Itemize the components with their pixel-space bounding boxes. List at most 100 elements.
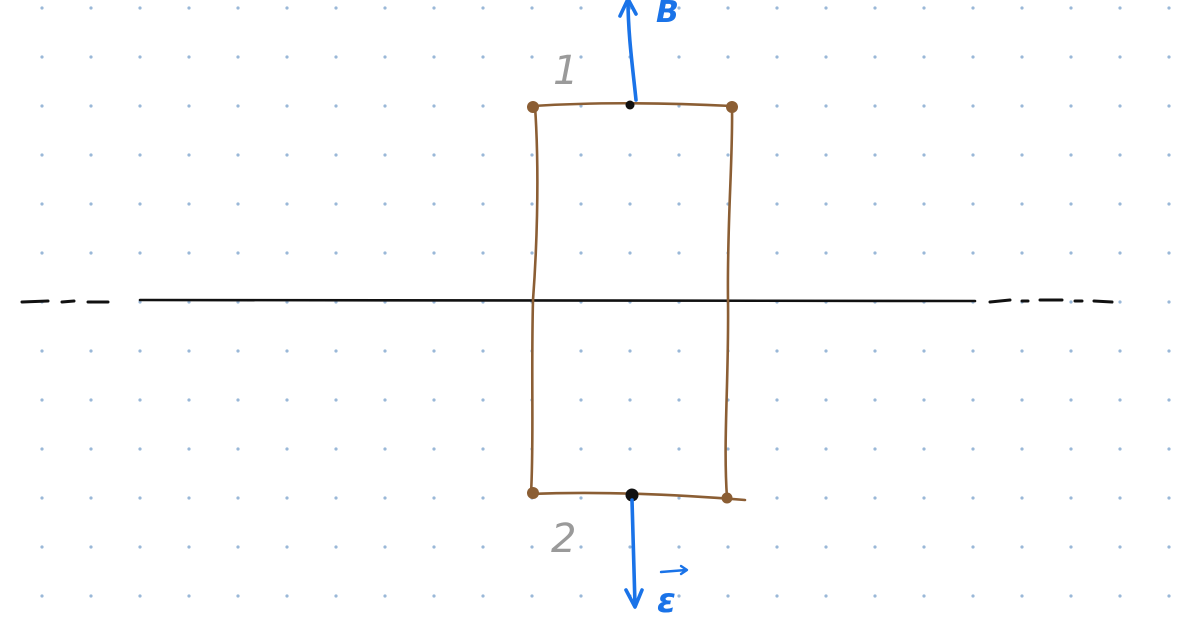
grid-dot — [922, 496, 926, 500]
grid-dot — [40, 153, 44, 157]
grid-dot — [89, 6, 93, 10]
grid-dot — [285, 153, 289, 157]
grid-dot — [726, 6, 730, 10]
grid-dot — [1020, 202, 1024, 206]
grid-dot — [1020, 496, 1024, 500]
grid-dot — [775, 496, 779, 500]
grid-dot — [1069, 349, 1073, 353]
grid-dot — [873, 251, 877, 255]
grid-dot — [873, 55, 877, 59]
grid-dot — [1069, 496, 1073, 500]
grid-dot — [40, 349, 44, 353]
grid-dot — [677, 349, 681, 353]
grid-dot — [481, 153, 485, 157]
grid-dot — [677, 447, 681, 451]
grid-dot — [922, 545, 926, 549]
grid-dot — [1118, 349, 1122, 353]
grid-dot — [873, 6, 877, 10]
grid-dot — [579, 251, 583, 255]
grid-dot — [236, 202, 240, 206]
grid-dot — [922, 594, 926, 598]
grid-dot — [922, 153, 926, 157]
grid-dot — [383, 202, 387, 206]
grid-dot — [334, 55, 338, 59]
grid-dot — [922, 349, 926, 353]
grid-dot — [677, 594, 681, 598]
grid-dot — [432, 251, 436, 255]
grid-dot — [824, 153, 828, 157]
grid-dot — [1167, 349, 1171, 353]
grid-dot — [1069, 251, 1073, 255]
grid-dot — [824, 496, 828, 500]
grid-dot — [383, 496, 387, 500]
grid-dot — [677, 202, 681, 206]
grid-dot — [432, 349, 436, 353]
grid-dot — [579, 594, 583, 598]
grid-dot — [187, 202, 191, 206]
grid-dot — [530, 202, 534, 206]
grid-dot — [1118, 447, 1122, 451]
grid-dot — [40, 202, 44, 206]
grid-dot — [628, 251, 632, 255]
grid-dot — [432, 496, 436, 500]
grid-dot — [1118, 300, 1122, 304]
grid-dot — [1069, 594, 1073, 598]
grid-dot — [481, 251, 485, 255]
grid-dot — [1118, 153, 1122, 157]
grid-dot — [677, 6, 681, 10]
grid-dot — [530, 594, 534, 598]
grid-dot — [922, 447, 926, 451]
grid-dot — [432, 202, 436, 206]
grid-dot — [579, 398, 583, 402]
grid-dot — [383, 349, 387, 353]
grid-dot — [530, 545, 534, 549]
grid-dot — [1069, 55, 1073, 59]
grid-dot — [971, 6, 975, 10]
grid-dot — [873, 545, 877, 549]
grid-dot — [775, 545, 779, 549]
grid-dot — [971, 153, 975, 157]
grid-dot — [187, 447, 191, 451]
grid-dot — [1020, 6, 1024, 10]
grid-dot — [187, 6, 191, 10]
grid-dot — [383, 251, 387, 255]
grid-dot — [1020, 349, 1024, 353]
grid-dot — [873, 398, 877, 402]
grid-dot — [775, 6, 779, 10]
grid-dot — [873, 496, 877, 500]
grid-dot — [1167, 398, 1171, 402]
grid-dot — [334, 251, 338, 255]
grid-dot — [285, 398, 289, 402]
grid-dot — [1167, 447, 1171, 451]
grid-dot — [285, 104, 289, 108]
grid-dot — [138, 251, 142, 255]
grid-dot — [187, 496, 191, 500]
grid-dot — [236, 447, 240, 451]
grid-dot — [334, 349, 338, 353]
grid-dot — [824, 594, 828, 598]
grid-dot — [1118, 496, 1122, 500]
grid-dot — [1167, 153, 1171, 157]
grid-dot — [824, 55, 828, 59]
grid-dot — [775, 104, 779, 108]
grid-dot — [236, 349, 240, 353]
grid-dot — [432, 594, 436, 598]
grid-dot — [1020, 55, 1024, 59]
grid-dot — [1020, 104, 1024, 108]
grid-dot — [579, 202, 583, 206]
grid-dot — [89, 545, 93, 549]
grid-dot — [1069, 104, 1073, 108]
grid-dot — [236, 104, 240, 108]
grid-dot — [40, 251, 44, 255]
grid-dot — [922, 6, 926, 10]
grid-dot — [89, 447, 93, 451]
grid-dot — [285, 202, 289, 206]
grid-dot — [922, 202, 926, 206]
grid-dot — [579, 6, 583, 10]
grid-dot — [40, 104, 44, 108]
grid-dot — [334, 202, 338, 206]
grid-dot — [89, 202, 93, 206]
grid-dot — [824, 104, 828, 108]
grid-dot — [481, 496, 485, 500]
